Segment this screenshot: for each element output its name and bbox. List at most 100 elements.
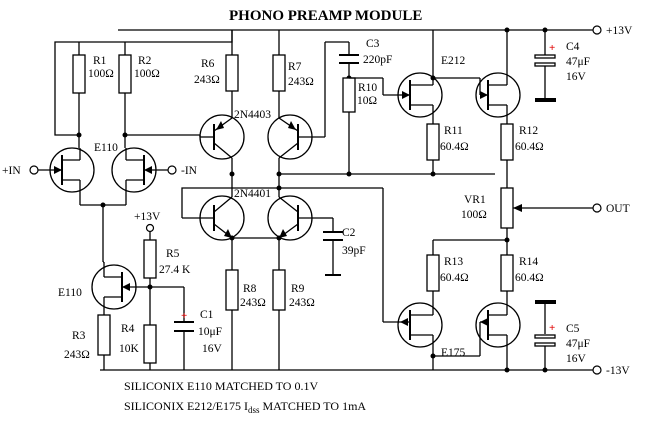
current-source: E110 R3 243Ω +13V R5 27.4 K R4 10K + C1 … — [58, 211, 223, 370]
r11-ref: R11 — [444, 125, 463, 137]
r13-resistor — [426, 254, 440, 292]
vr1-ref: VR1 — [464, 194, 486, 206]
r5-value: 27.4 K — [159, 264, 191, 276]
npn-pair: 2N4401 R8 243Ω R9 243Ω — [181, 135, 366, 370]
r9-value: 243Ω — [289, 297, 315, 309]
e175-label: E175 — [441, 347, 466, 359]
neg-supply-label: -13V — [606, 365, 630, 377]
e110-left-jfet — [38, 147, 95, 205]
e110-source-label: E110 — [58, 287, 82, 299]
c5-value: 47μF — [566, 338, 590, 350]
c4-voltage: 16V — [566, 71, 587, 83]
pnp-pair: R6 243Ω R7 243Ω 2N4403 — [194, 30, 349, 177]
local-pos-label: +13V — [134, 211, 161, 223]
c2-ref: C2 — [342, 227, 356, 239]
r12-value: 60.4Ω — [515, 141, 544, 153]
c2-value: 39pF — [342, 245, 366, 257]
r12-resistor — [500, 123, 514, 161]
e110-right-jfet — [111, 147, 168, 205]
schematic-title: PHONO PREAMP MODULE — [229, 8, 422, 24]
r7-ref: R7 — [288, 61, 302, 73]
r8-resistor — [225, 269, 239, 311]
2n4403-left-transistor — [199, 114, 245, 160]
c5-plate-bottom — [534, 342, 556, 347]
in-pos-label: +IN — [2, 165, 21, 177]
r7-resistor — [272, 54, 286, 92]
r14-resistor — [500, 254, 514, 292]
input-stage: R1 100Ω R2 100Ω +IN — [2, 30, 233, 262]
c1-ref: C1 — [200, 309, 214, 321]
r5-resistor — [143, 239, 157, 279]
2n4403-right-transistor — [267, 114, 325, 160]
r12-ref: R12 — [519, 125, 538, 137]
r2-value: 100Ω — [134, 68, 160, 80]
c1-voltage: 16V — [202, 343, 223, 355]
r11-value: 60.4Ω — [440, 141, 469, 153]
in-pos-terminal — [29, 165, 39, 175]
r9-resistor — [272, 269, 286, 311]
note-line-1: SILICONIX E110 MATCHED TO 0.1V — [124, 379, 318, 393]
e175-pair: R13 60.4Ω R14 60.4Ω — [397, 237, 544, 373]
e212-right-jfet — [475, 30, 521, 124]
negative-rail: -13V — [100, 365, 630, 377]
r4-ref: R4 — [121, 323, 135, 335]
output-trim: VR1 100Ω OUT — [461, 187, 630, 255]
e175-right-jfet — [475, 302, 521, 370]
r1-resistor — [72, 54, 86, 94]
pnp-pair-label: 2N4403 — [234, 109, 271, 121]
r6-resistor — [225, 54, 239, 92]
c4-value: 47μF — [566, 56, 590, 68]
vr1-potentiometer — [500, 187, 514, 229]
npn-pair-label: 2N4401 — [234, 188, 271, 200]
e110-pair-label: E110 — [94, 142, 118, 154]
c5-polarity: + — [549, 322, 555, 334]
r4-resistor — [143, 324, 157, 364]
c4-plate-top — [534, 54, 556, 59]
c3-value: 220pF — [363, 54, 392, 66]
note-line-2: SILICONIX E212/E175 Idss MATCHED TO 1mA — [124, 399, 366, 415]
e212-pair: E212 R11 60.4Ω R12 — [397, 27, 544, 188]
r6-value: 243Ω — [194, 74, 220, 86]
r3-ref: R3 — [72, 330, 86, 342]
e110-source-jfet — [91, 262, 150, 315]
r3-resistor — [97, 314, 111, 356]
r8-value: 243Ω — [240, 297, 266, 309]
r14-ref: R14 — [519, 256, 538, 268]
c4-ref: C4 — [566, 41, 580, 53]
r10-ref: R10 — [358, 82, 377, 94]
r8-ref: R8 — [243, 283, 257, 295]
positive-rail: +13V — [118, 25, 633, 37]
in-neg-terminal — [167, 165, 177, 175]
r13-ref: R13 — [444, 256, 463, 268]
c1-value: 10μF — [198, 326, 222, 338]
c4-plate-bottom — [534, 62, 556, 67]
r13-value: 60.4Ω — [440, 272, 469, 284]
2n4401-right-transistor — [267, 195, 320, 241]
r2-resistor — [118, 54, 132, 94]
r11-resistor — [426, 123, 440, 161]
2n4401-left-transistor — [182, 195, 245, 241]
c4-polarity: + — [549, 42, 555, 54]
c5-plate-top — [534, 334, 556, 339]
out-label: OUT — [606, 203, 630, 215]
r1-value: 100Ω — [88, 68, 114, 80]
r6-ref: R6 — [201, 58, 215, 70]
pos-supply-terminal — [592, 25, 602, 35]
r10-resistor — [342, 77, 356, 113]
r5-ref: R5 — [166, 248, 180, 260]
r4-value: 10K — [119, 343, 140, 355]
e212-label: E212 — [441, 55, 466, 67]
compensation-network: C3 220pF R10 10Ω — [279, 38, 495, 323]
r3-value: 243Ω — [64, 349, 90, 361]
vr1-value: 100Ω — [461, 209, 487, 221]
r10-value: 10Ω — [357, 95, 377, 107]
c1-polarity: + — [181, 310, 187, 322]
e212-left-jfet — [397, 72, 443, 124]
e175-left-jfet — [397, 302, 443, 356]
c5-ref: C5 — [566, 323, 580, 335]
neg-supply-terminal — [592, 365, 602, 375]
r9-ref: R9 — [291, 283, 305, 295]
local-pos-terminal — [145, 223, 155, 233]
c4-bypass: + C4 47μF 16V — [534, 27, 590, 102]
